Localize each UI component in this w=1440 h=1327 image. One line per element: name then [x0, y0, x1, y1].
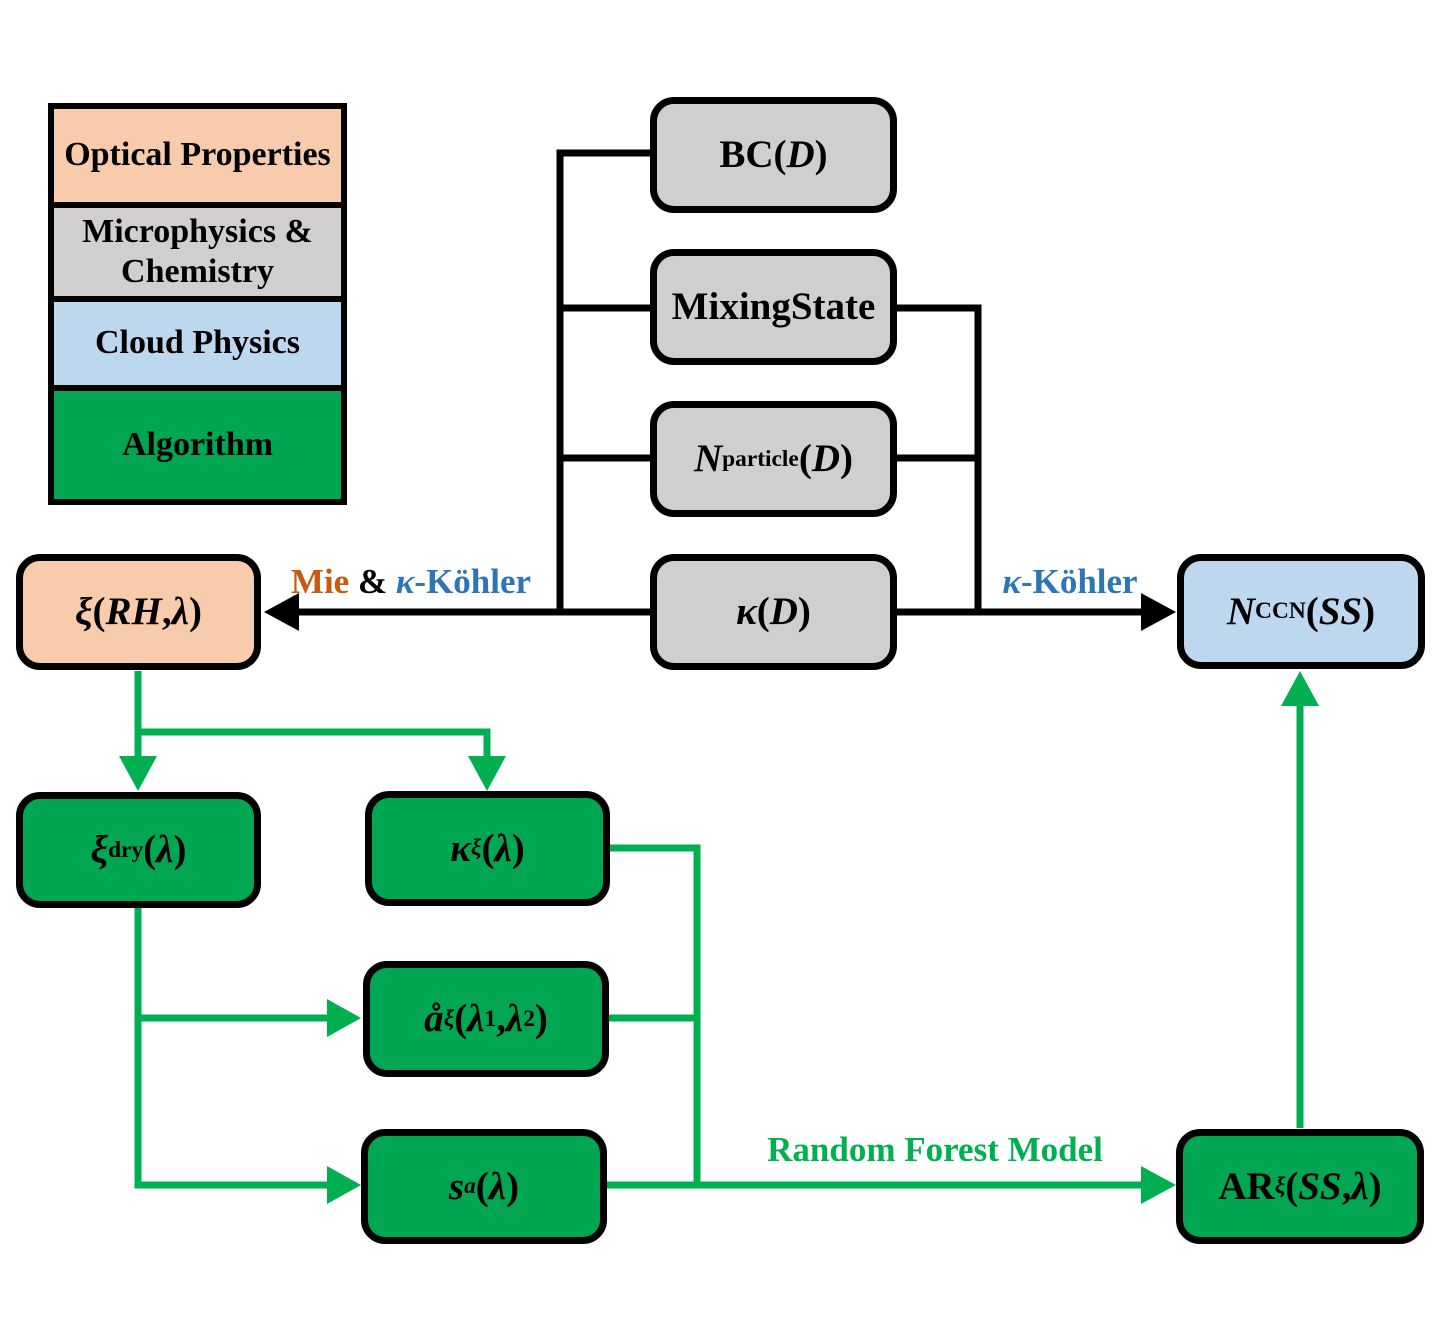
edge-right-bus	[897, 304, 982, 612]
node-xi-rh-lambda: ξ(RH, λ)	[16, 554, 261, 670]
legend-item-microphysics-chemistry: Microphysics & Chemistry	[54, 208, 341, 302]
edge-left-bus	[556, 149, 652, 616]
arrowhead-to-kappa-xi	[468, 756, 506, 791]
edge-label-mie-kappa-kohler: Mie & κ-Köhler	[290, 562, 532, 601]
legend-item-algorithm: Algorithm	[54, 391, 341, 499]
black-arrowheads	[264, 593, 1176, 631]
arrowhead-to-xi-dry	[119, 756, 157, 791]
black-connectors	[292, 149, 1148, 616]
arrowhead-to-nccn	[1141, 593, 1176, 631]
arrowhead-to-xi-rh	[264, 593, 299, 631]
arrowhead-to-angstrom	[327, 999, 361, 1037]
node-bc: BC(D)	[650, 97, 897, 213]
edge-branch-to-kappa-xi	[138, 728, 491, 762]
arrowhead-to-ar	[1141, 1166, 1176, 1204]
green-arrowheads	[119, 671, 1319, 1204]
legend: Optical Properties Microphysics & Chemis…	[48, 103, 347, 505]
node-kappa-d: κ(D)	[650, 554, 897, 670]
legend-item-cloud-physics: Cloud Physics	[54, 302, 341, 391]
edge-xi-dry-down-to-sa	[134, 908, 332, 1189]
arrowhead-to-sa	[327, 1166, 361, 1204]
edge-kappa-xi-collector	[609, 844, 701, 1185]
green-connectors	[134, 671, 1304, 1189]
legend-item-optical-properties: Optical Properties	[54, 109, 341, 208]
edge-label-random-forest-model: Random Forest Model	[767, 1130, 1103, 1169]
edge-label-kappa-kohler: κ-Köhler	[1002, 562, 1138, 601]
arrowhead-to-nccn-green	[1281, 671, 1319, 706]
